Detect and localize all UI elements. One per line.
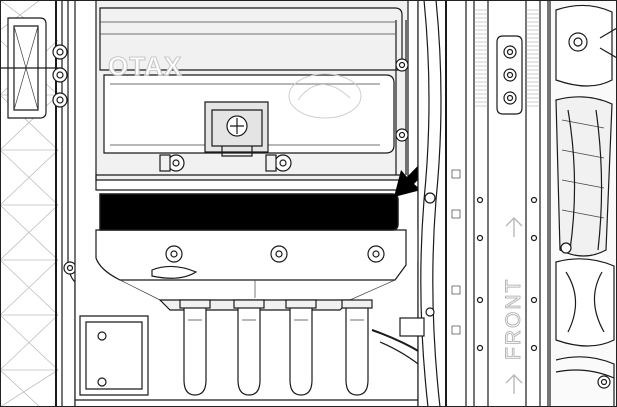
brand-emblem-icon [288, 73, 362, 119]
front-arrow-icon [505, 217, 523, 394]
right-suspension [549, 0, 617, 407]
front-direction-label: FRONT [502, 217, 526, 394]
oil-filler-cap-icon [204, 101, 269, 157]
engine-block: OTAX [74, 0, 437, 407]
intake-runners [179, 299, 373, 396]
left-frame [0, 0, 77, 407]
right-engine-side [399, 0, 447, 407]
engine-brand-logo: OTAX [108, 51, 182, 81]
front-label-text: FRONT [502, 278, 525, 360]
highlighted-component [99, 193, 399, 231]
front-frame-rail: FRONT [445, 0, 563, 407]
